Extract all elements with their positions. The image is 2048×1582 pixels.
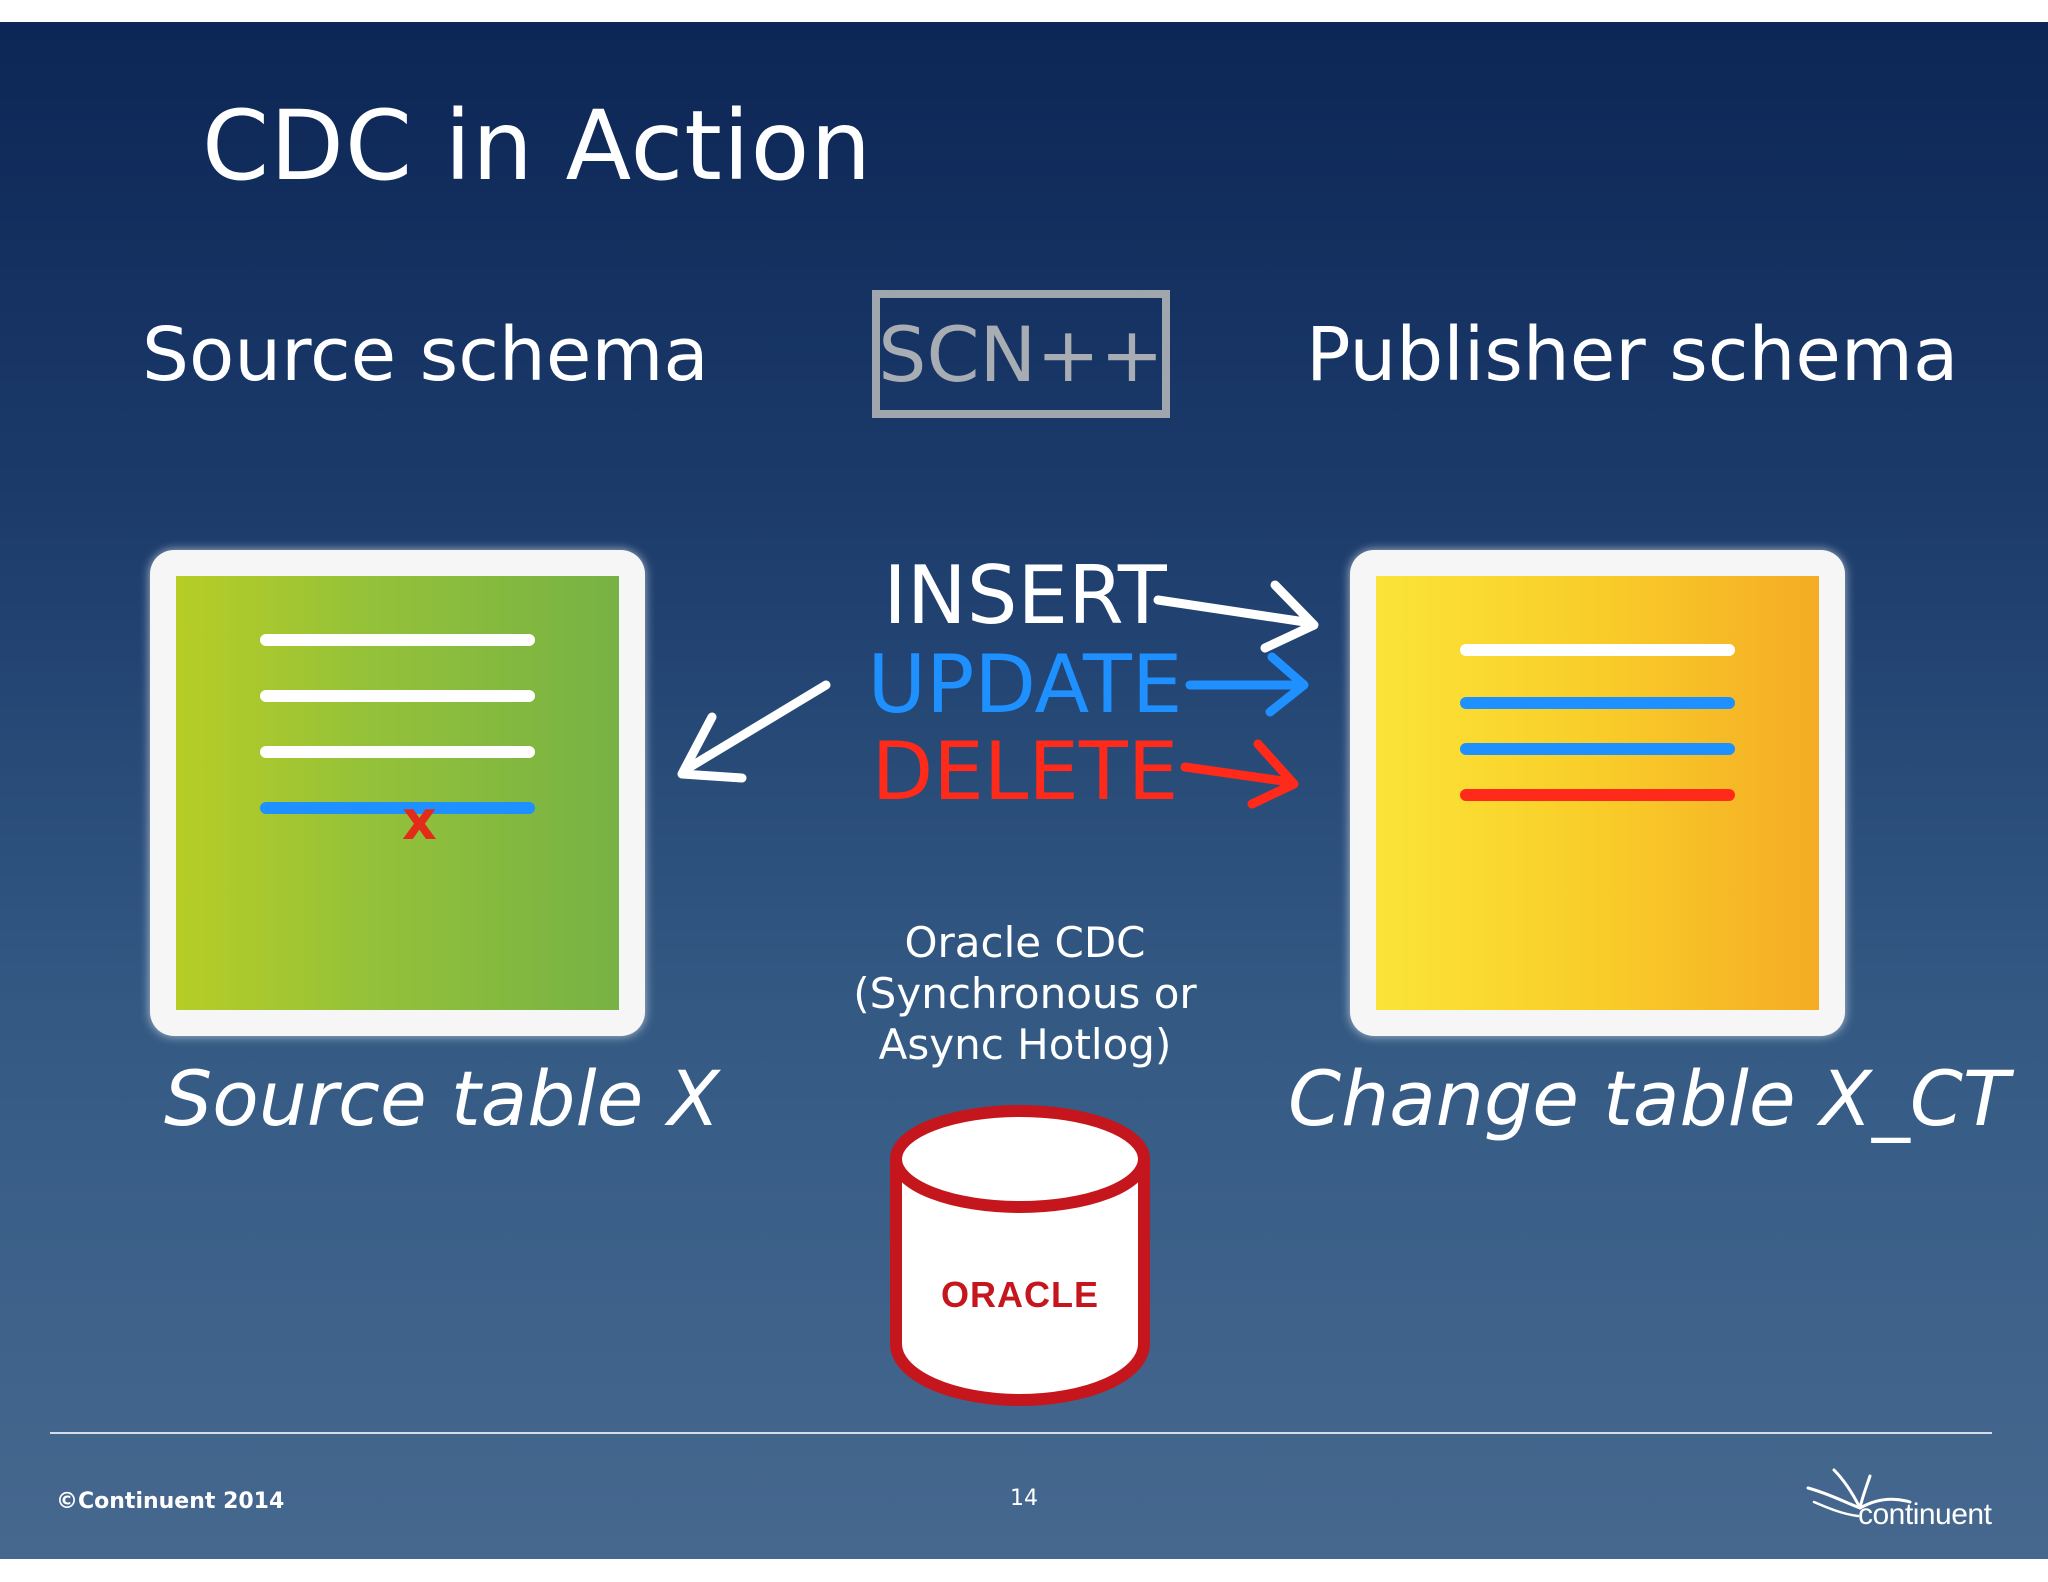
insert-arrow-icon <box>1153 580 1319 653</box>
change-update-row-line <box>1460 697 1735 709</box>
page-number: 14 <box>1010 1486 1038 1511</box>
source-row-line <box>260 690 535 702</box>
change-update-row-line <box>1460 743 1735 755</box>
deleted-row-mark: x <box>402 789 437 852</box>
publisher-schema-label: Publisher schema <box>1306 312 1959 398</box>
update-arrow-icon <box>1185 652 1309 717</box>
update-label: UPDATE <box>867 638 1183 731</box>
cdc-description-line: Oracle CDC <box>904 918 1146 967</box>
slide-title: CDC in Action <box>202 90 873 202</box>
change-table-caption: Change table X_CT <box>1288 1054 2010 1143</box>
oracle-logo-text: ORACLE <box>941 1274 1099 1315</box>
slide: CDC in Action Source schema Publisher sc… <box>0 22 2048 1559</box>
change-table-card <box>1350 550 1845 1036</box>
cdc-description: Oracle CDC (Synchronous or Async Hotlog) <box>820 917 1230 1070</box>
delete-arrow-icon <box>1180 739 1299 809</box>
footer-divider <box>50 1432 1992 1434</box>
cdc-description-line: (Synchronous or <box>853 969 1197 1018</box>
change-table-fill <box>1376 576 1819 1010</box>
copyright-text: ©Continuent 2014 <box>56 1489 285 1514</box>
change-insert-row-line <box>1460 644 1735 656</box>
continuent-logo-text: continuent <box>1858 1498 1992 1531</box>
source-table-caption: Source table X <box>164 1054 720 1143</box>
continuent-bird-icon <box>1806 1468 1912 1518</box>
change-delete-row-line <box>1460 789 1735 801</box>
scn-increment-box: SCN++ <box>872 290 1170 418</box>
arrows-layer <box>677 580 1319 809</box>
source-table-card: x <box>150 550 645 1036</box>
back-to-source-arrow-icon <box>677 680 831 783</box>
scn-label: SCN++ <box>878 309 1164 399</box>
source-schema-label: Source schema <box>142 312 709 398</box>
delete-label: DELETE <box>871 725 1179 818</box>
oracle-database-icon: ORACLE <box>890 1105 1150 1406</box>
source-table-fill: x <box>176 576 619 1010</box>
insert-label: INSERT <box>883 549 1167 642</box>
source-row-line <box>260 746 535 758</box>
source-updated-row-line <box>260 802 535 814</box>
source-row-line <box>260 634 535 646</box>
cdc-description-line: Async Hotlog) <box>878 1020 1172 1069</box>
